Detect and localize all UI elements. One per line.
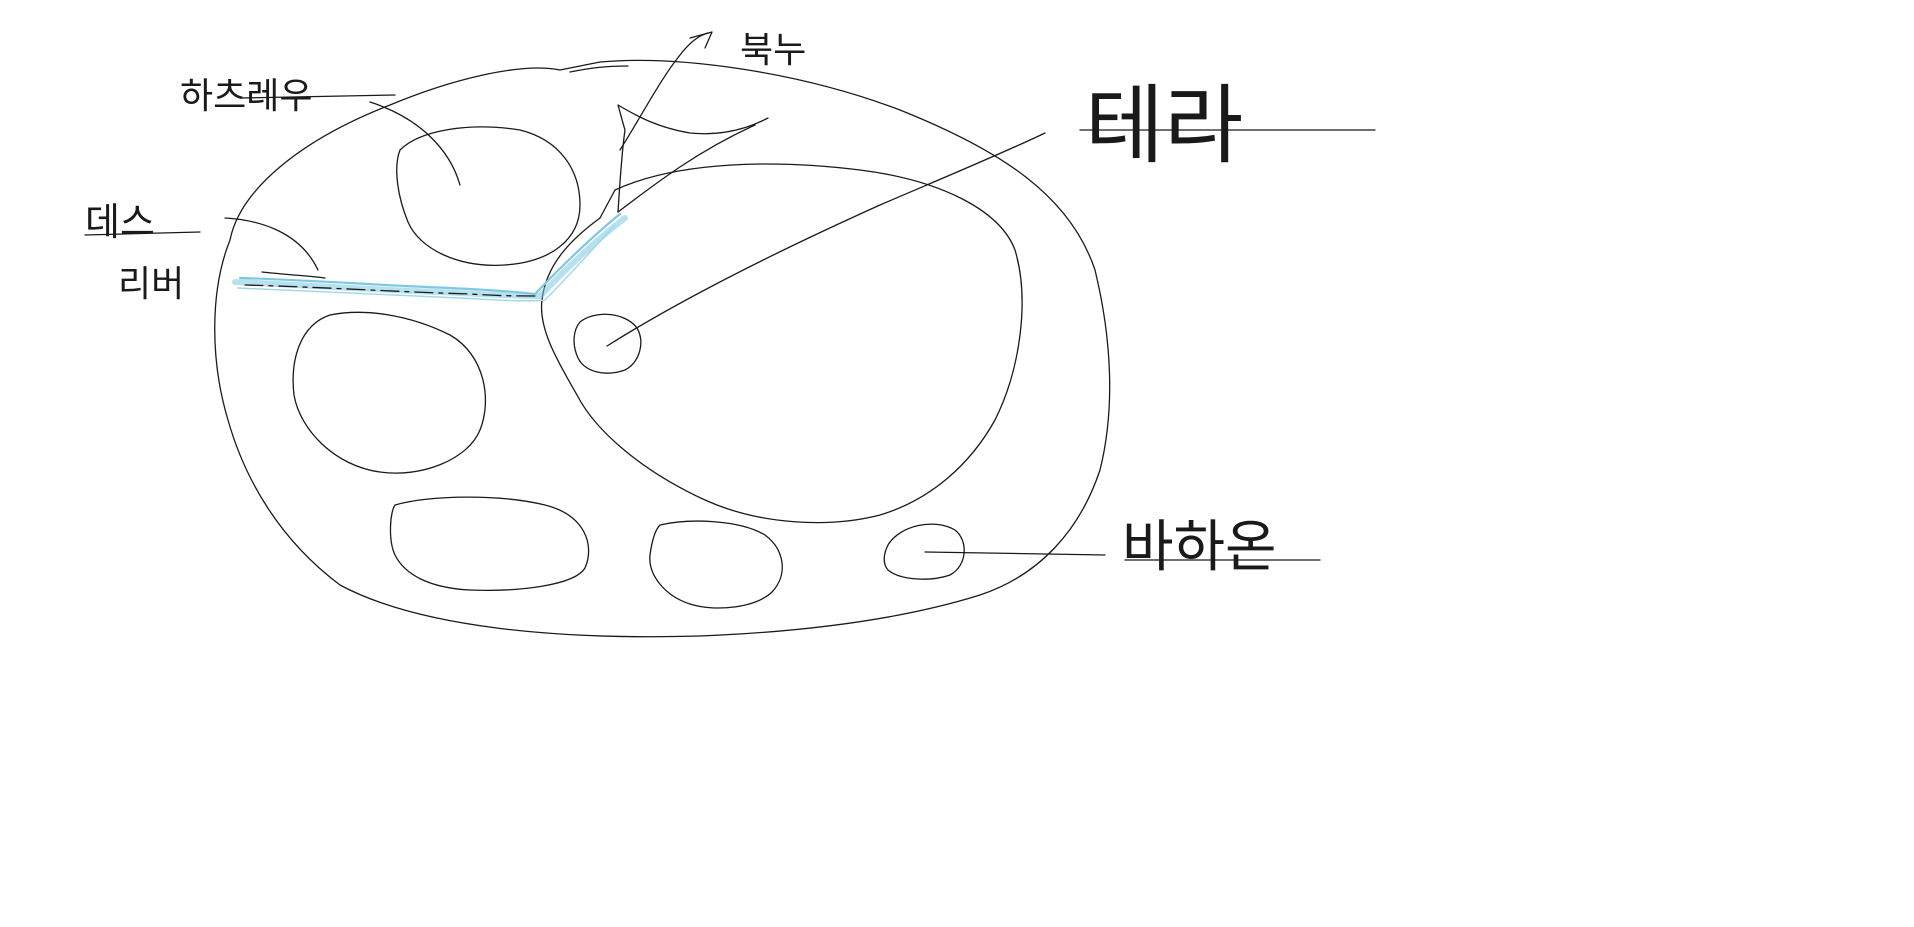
hachrehu-underline [239, 94, 396, 99]
death-river-stroke-2 [237, 224, 616, 302]
bahaon-region [883, 523, 965, 580]
hachrehu-pointer-line [369, 101, 461, 186]
death-river-wash [232, 215, 628, 299]
buknu-pointer-curve [619, 32, 709, 151]
buknu-label: 북누 [740, 30, 806, 71]
main-island-outline [214, 59, 1111, 638]
death-river-label-line2: 리버 [118, 264, 184, 305]
death-river-stroke [238, 212, 622, 296]
hachrehu-label: 하츠레우 [180, 76, 312, 117]
death-river [232, 212, 628, 302]
terra-ridge-line [617, 124, 756, 213]
hachrehu-region [396, 126, 581, 266]
death-river-label-line1: 데스 [85, 200, 155, 244]
terra-capital-circle [573, 313, 642, 374]
south-region [649, 520, 783, 609]
south-west-region [389, 496, 590, 591]
west-region [292, 311, 487, 474]
terra-pointer-line [606, 132, 1046, 347]
terra-label: 테라 [1085, 76, 1243, 176]
buknu-north-line [569, 65, 629, 73]
terra-region [540, 163, 1023, 524]
bahaon-pointer-line [924, 551, 1106, 556]
death-river-pointer-line [224, 217, 319, 271]
death-river-underline [84, 231, 201, 236]
death-river-upper-bank [261, 271, 326, 279]
bahaon-label: 바하온 [1122, 515, 1277, 580]
buknu-pointer-arrow [689, 31, 713, 49]
buknu-border-line [617, 104, 769, 213]
